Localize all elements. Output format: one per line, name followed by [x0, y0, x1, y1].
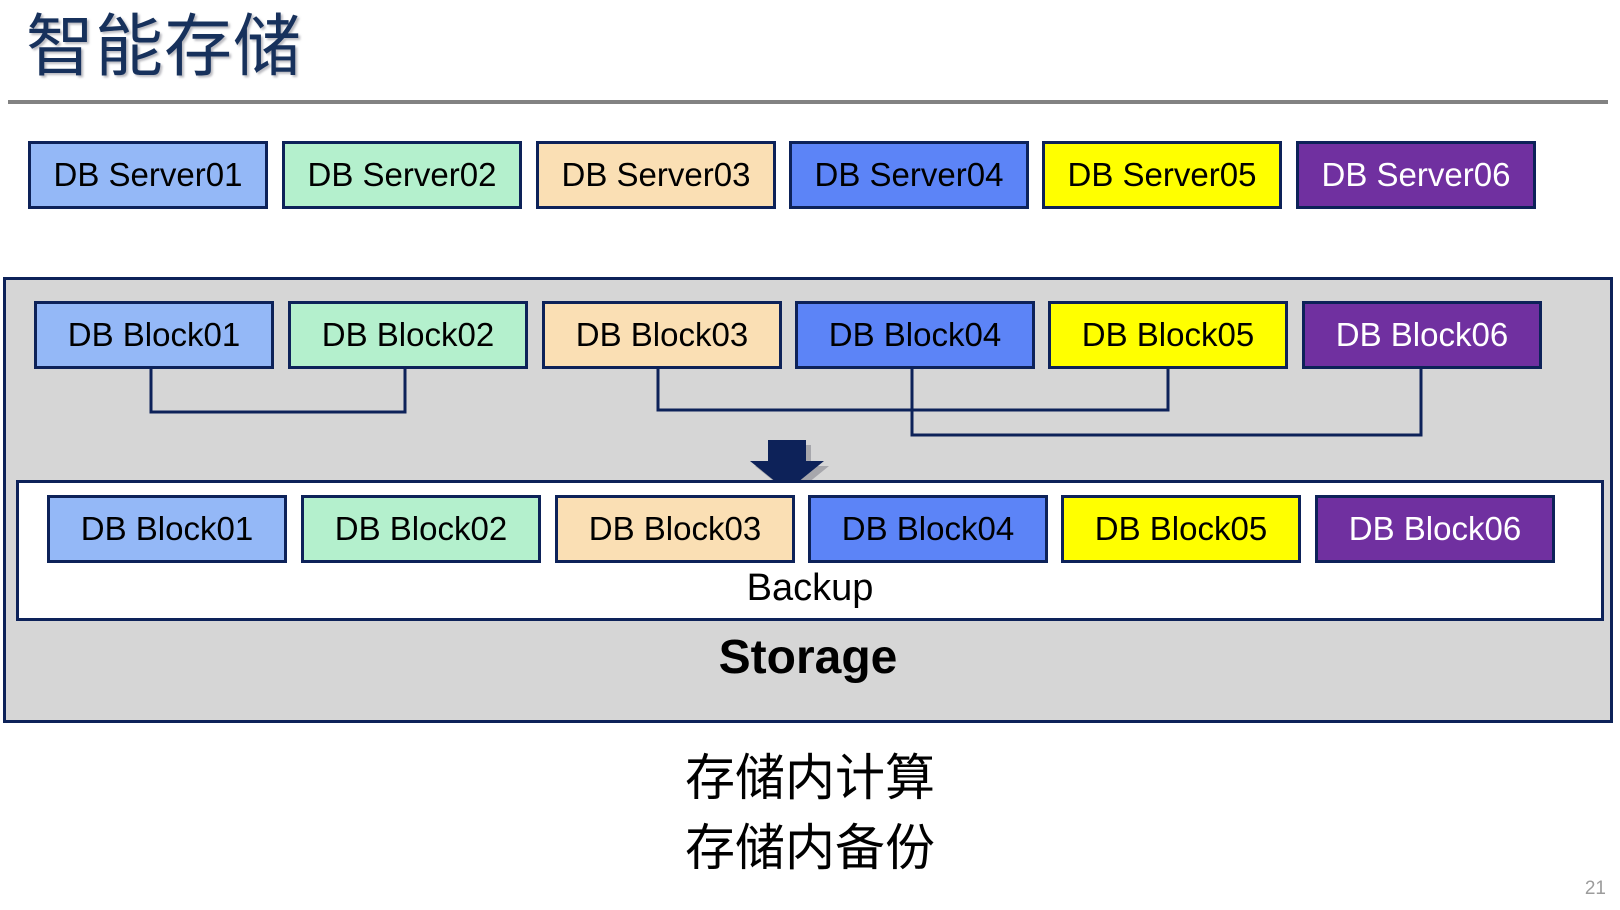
caption-in-storage-compute: 存储内计算	[685, 750, 935, 806]
db-server-box-6[interactable]: DB Server06	[1296, 141, 1536, 209]
db-server-box-2[interactable]: DB Server02	[282, 141, 522, 209]
db-server-box-label: DB Server06	[1321, 156, 1511, 193]
db-block-box-label: DB Block02	[321, 316, 495, 353]
backup-panel: DB Block01 DB Block02 DB Block03 DB Block04…	[16, 480, 1604, 621]
db-server-box-label: DB Server04	[814, 156, 1004, 193]
db-server-box-3[interactable]: DB Server03	[536, 141, 776, 209]
db-block-box-6[interactable]: DB Block06	[1302, 301, 1542, 369]
page-title: 智能存储	[26, 9, 303, 85]
backup-block-box-label: DB Block05	[1094, 510, 1268, 547]
backup-block-box-label: DB Block03	[588, 510, 762, 547]
backup-label: Backup	[746, 567, 874, 609]
backup-block-box-3[interactable]: DB Block03	[555, 495, 795, 563]
db-block-box-label: DB Block04	[828, 316, 1002, 353]
db-server-box-4[interactable]: DB Server04	[789, 141, 1029, 209]
db-block-box-label: DB Block05	[1081, 316, 1255, 353]
db-server-box-label: DB Server02	[307, 156, 497, 193]
backup-block-box-1[interactable]: DB Block01	[47, 495, 287, 563]
backup-block-box-4[interactable]: DB Block04	[808, 495, 1048, 563]
db-server-box-label: DB Server05	[1067, 156, 1257, 193]
storage-label: Storage	[718, 631, 898, 684]
caption-in-storage-backup: 存储内备份	[685, 820, 935, 876]
backup-block-box-label: DB Block02	[334, 510, 508, 547]
backup-block-box-label: DB Block01	[80, 510, 254, 547]
db-block-box-label: DB Block03	[575, 316, 749, 353]
db-server-box-label: DB Server03	[561, 156, 751, 193]
db-block-box-2[interactable]: DB Block02	[288, 301, 528, 369]
backup-block-box-6[interactable]: DB Block06	[1315, 495, 1555, 563]
db-server-box-1[interactable]: DB Server01	[28, 141, 268, 209]
backup-block-box-5[interactable]: DB Block05	[1061, 495, 1301, 563]
page-number: 21	[1584, 878, 1606, 899]
db-block-box-1[interactable]: DB Block01	[34, 301, 274, 369]
title-divider	[8, 100, 1608, 104]
db-server-box-5[interactable]: DB Server05	[1042, 141, 1282, 209]
db-block-box-4[interactable]: DB Block04	[795, 301, 1035, 369]
db-block-box-label: DB Block01	[67, 316, 241, 353]
db-block-box-3[interactable]: DB Block03	[542, 301, 782, 369]
backup-block-box-label: DB Block06	[1348, 510, 1522, 547]
storage-panel: DB Block01 DB Block02 DB Block03 DB Block04…	[3, 277, 1613, 723]
db-block-box-label: DB Block06	[1335, 316, 1509, 353]
db-server-box-label: DB Server01	[53, 156, 243, 193]
backup-block-box-2[interactable]: DB Block02	[301, 495, 541, 563]
backup-block-box-label: DB Block04	[841, 510, 1015, 547]
db-block-box-5[interactable]: DB Block05	[1048, 301, 1288, 369]
